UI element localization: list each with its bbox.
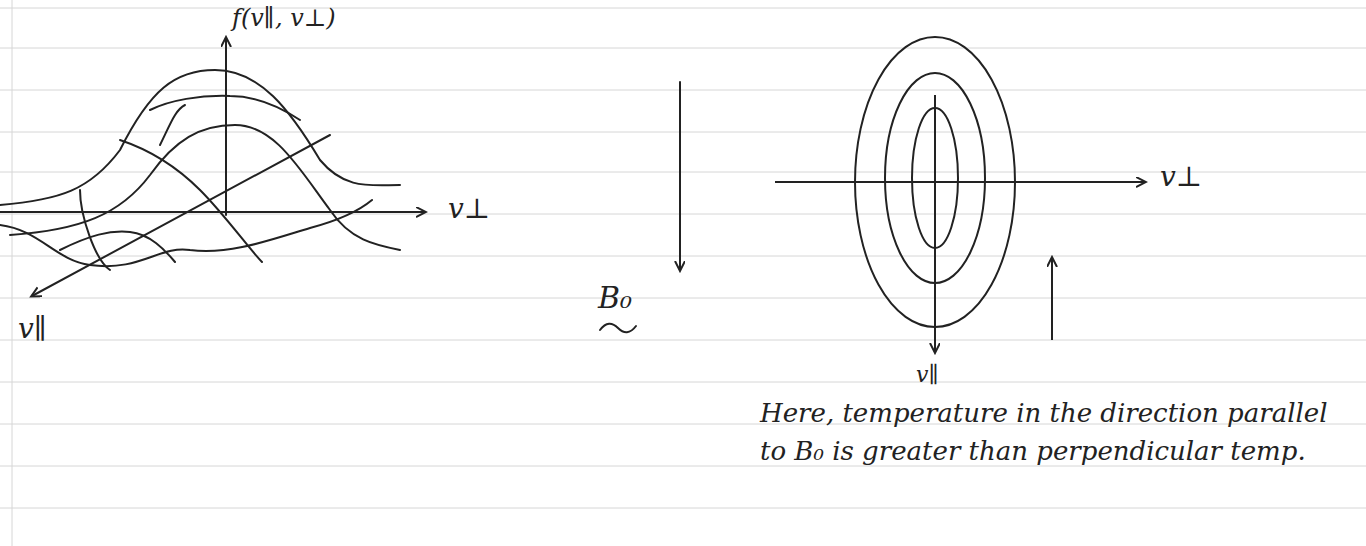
axis-label: v⊥ <box>448 192 490 226</box>
3d-gaussian <box>0 38 425 296</box>
axis-label: v∥ <box>916 362 939 388</box>
field-label: B₀ <box>598 280 632 316</box>
contour-ellipses <box>775 37 1145 352</box>
function-label: f(v∥, v⊥) <box>232 4 336 33</box>
axis-label: v⊥ <box>1160 160 1202 194</box>
axis-label: v∥ <box>18 312 47 346</box>
annotation-note: Here, temperature in the direction paral… <box>760 395 1350 470</box>
